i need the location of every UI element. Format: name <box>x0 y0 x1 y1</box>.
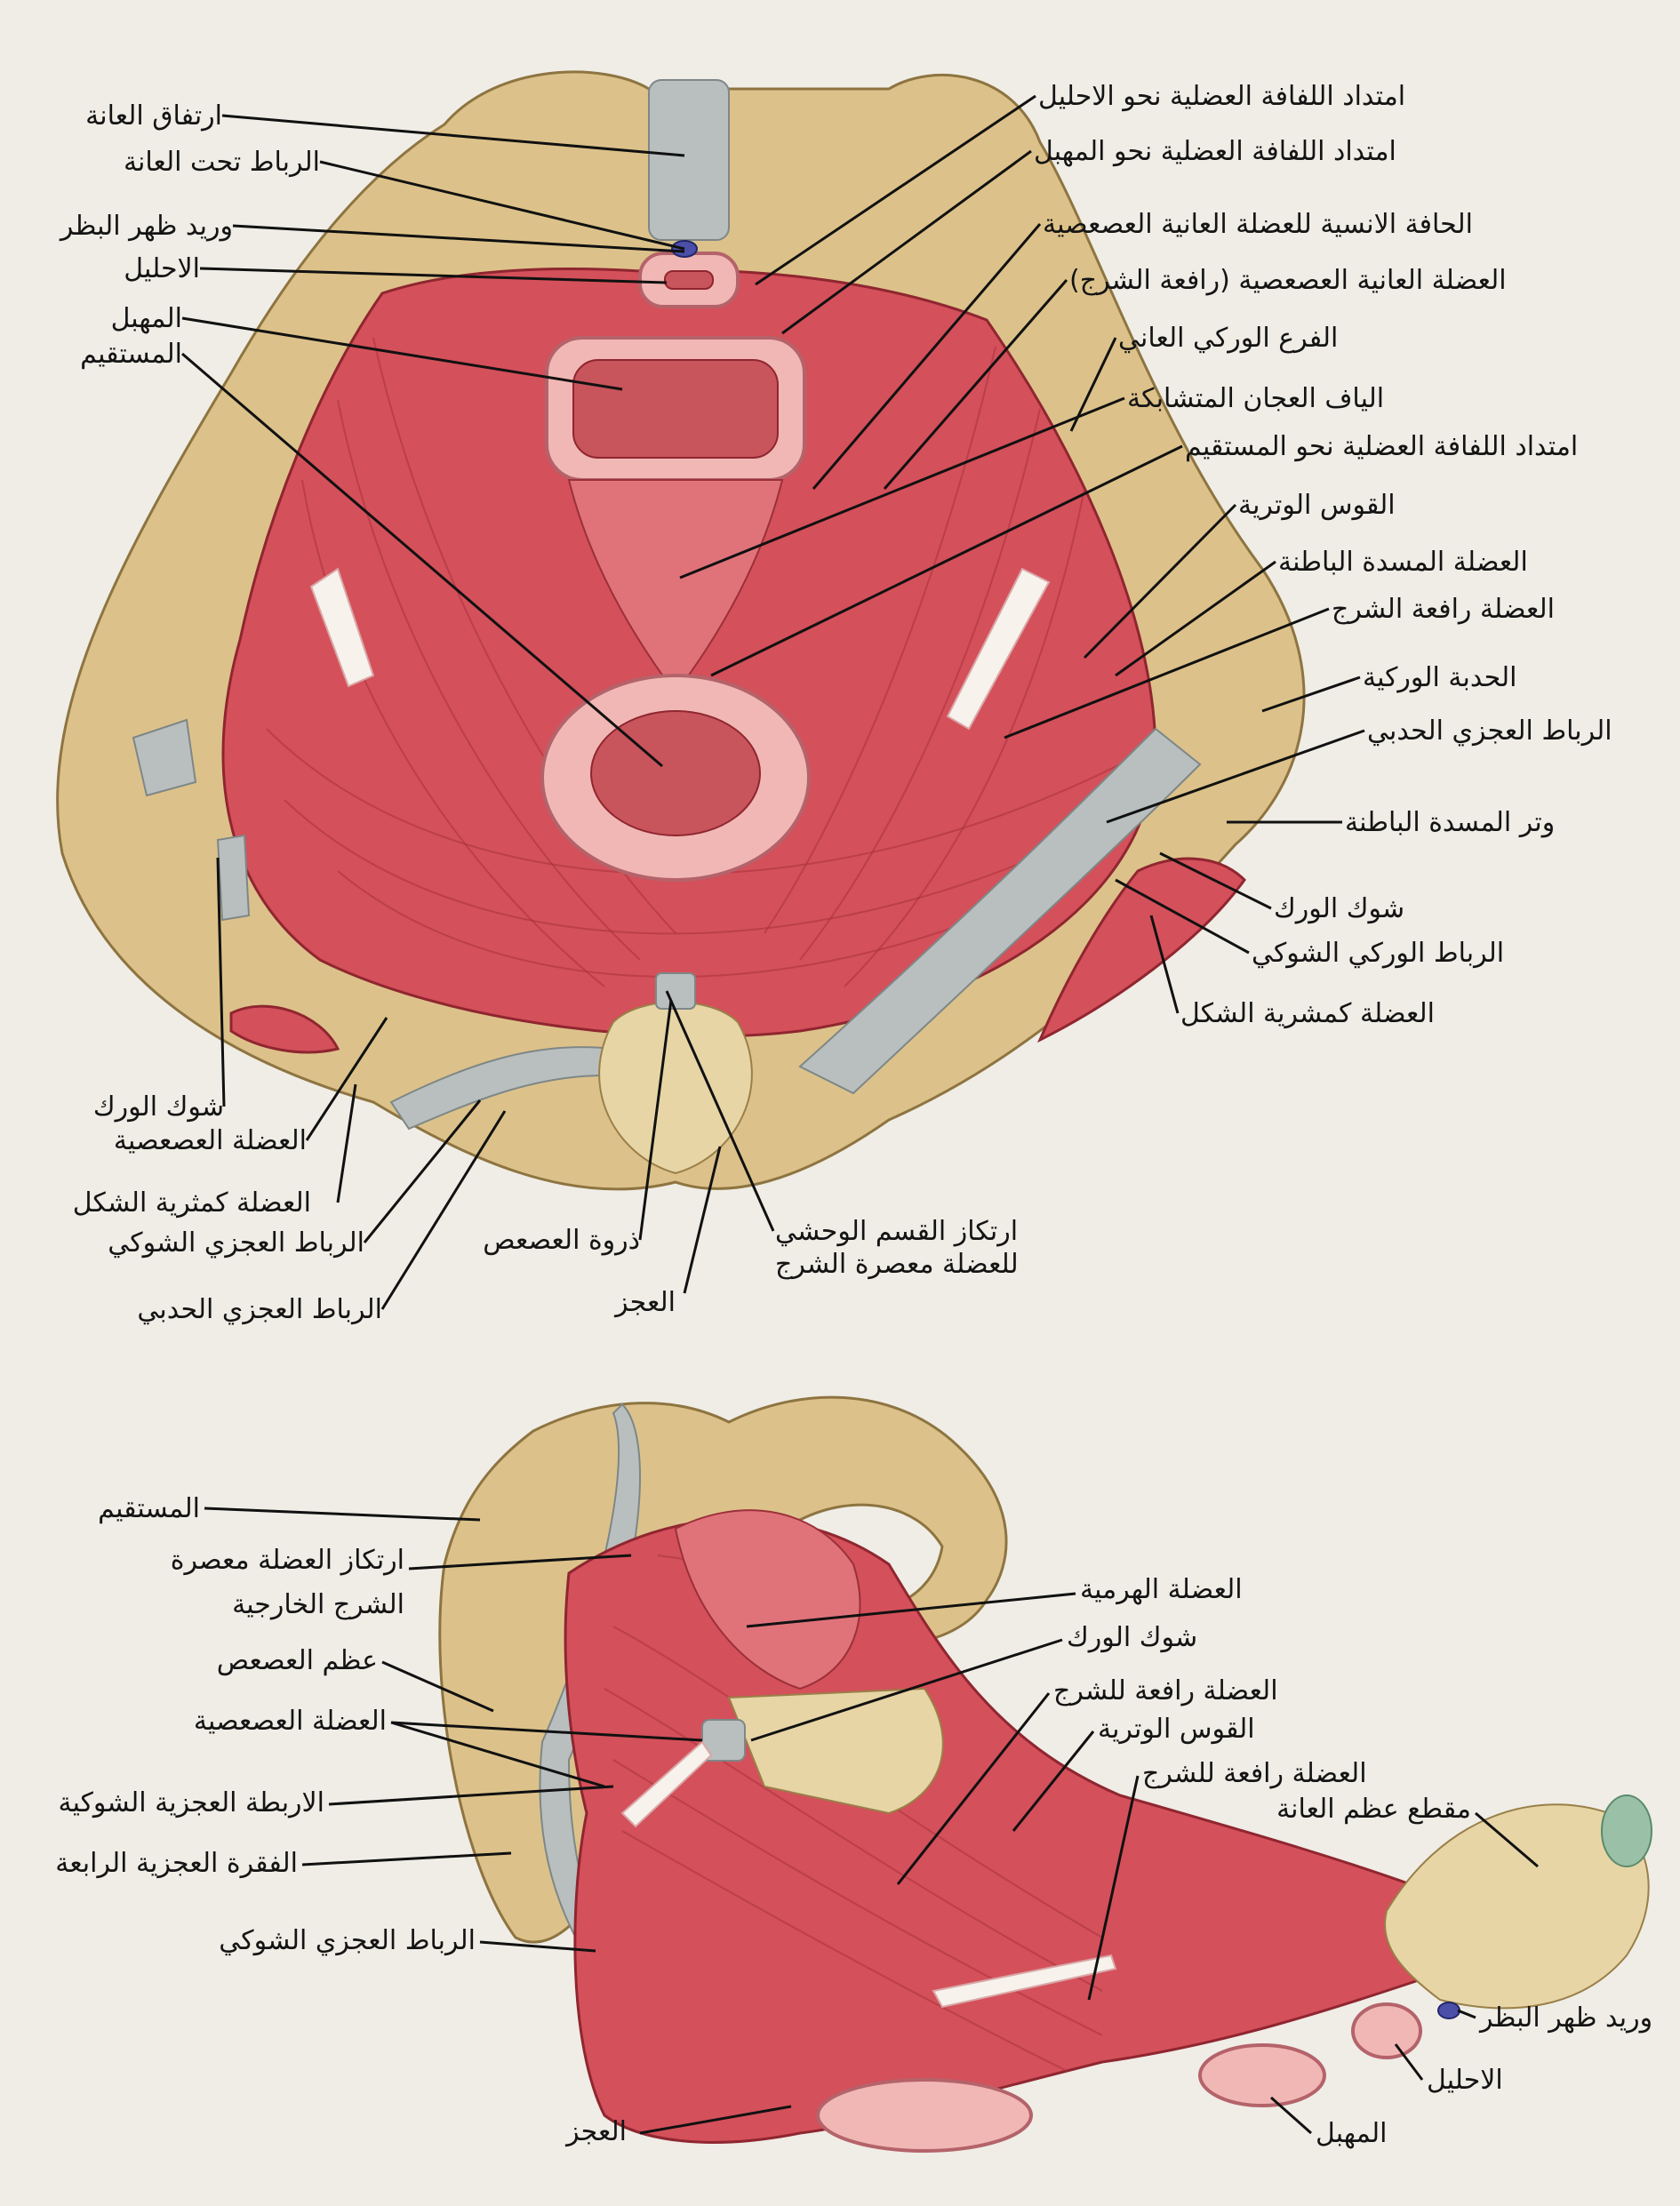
label-subpubic-ligament: الرباط تحت العانة <box>124 147 320 178</box>
label-obturator-internus: العضلة المسدة الباطنة <box>1278 547 1528 578</box>
label-anal-sphincter-insertion-1: ارتكاز القسم الوحشي <box>775 1216 1018 1247</box>
label-obturator-tendon: وتر المسدة الباطنة <box>1345 807 1555 838</box>
label-piriformis-left: العضلة كمثرية الشكل <box>73 1187 311 1219</box>
label-b-sacrum: العجز <box>564 2116 627 2147</box>
label-sacrospinous-right: الرباط الوركي الشوكي <box>1252 938 1504 969</box>
levator-lateral-muscle <box>564 1517 1460 2144</box>
urethra <box>638 252 740 308</box>
label-fascia-urethra: امتداد اللفافة العضلية نحو الاحليل <box>1038 81 1405 112</box>
ischial-spine <box>727 1687 944 1815</box>
left-ischial-spine-tab <box>132 718 197 797</box>
label-sacrotuberous-right: الرباط العجزي الحدبي <box>1367 715 1612 747</box>
label-b-sacrospinous-ligament: الرباط العجزي الشوكي <box>219 1925 476 1956</box>
coccyx-tip-ligament <box>655 972 696 1010</box>
label-b-piriformis: العضلة الهرمية <box>1080 1574 1243 1605</box>
right-sacrotuberous-ligament <box>798 727 1202 1095</box>
pubic-cartilage <box>1601 1794 1652 1867</box>
label-tendinous-arch: القوس الوترية <box>1238 490 1396 521</box>
label-sacrum-top: العجز <box>613 1287 676 1318</box>
vagina <box>545 336 806 482</box>
bottom-gap-lower <box>932 1954 1117 2009</box>
label-b-fourth-sacral-vertebra: الفقرة العجزية الرابعة <box>55 1848 298 1879</box>
leader-lines <box>181 94 1539 2135</box>
right-muscle-gap <box>946 567 1051 731</box>
bottom-urethra <box>1351 2002 1422 2059</box>
bottom-clitoral-vein <box>1437 2002 1460 2019</box>
piriformis-muscle <box>674 1509 861 1690</box>
label-b-sacrospinous-ligaments: الاربطة العجزية الشوكية <box>58 1787 324 1818</box>
pubic-bone-section <box>1384 1803 1650 2010</box>
bottom-vagina <box>1198 2043 1326 2107</box>
label-pubococcygeus-edge: الحافة الانسية للعضلة العانية العصعصية <box>1043 209 1473 240</box>
label-b-ischial-spine: شوك الورك <box>1067 1622 1197 1653</box>
label-sacrotuberous-left: الرباط العجزي الحدبي <box>137 1294 382 1325</box>
rectum <box>540 674 811 882</box>
top-illustration <box>56 70 1306 1191</box>
label-vagina: المهبل <box>111 303 182 334</box>
label-anal-sphincter-insertion-2: للعضلة معصرة الشرج <box>775 1249 1019 1280</box>
label-pubic-symphysis: ارتفاق العانة <box>85 100 222 132</box>
label-b-rectum: المستقيم <box>98 1493 200 1524</box>
bottom-rectum <box>816 2078 1033 2153</box>
label-ischial-spine-left: شوك الورك <box>93 1091 224 1123</box>
label-b-tendinous-arch: القوس الوترية <box>1098 1714 1255 1745</box>
labels: ارتفاق العانة الرباط تحت العانة وريد ظهر… <box>55 81 1652 2149</box>
label-levator-ani: العضلة رافعة الشرج <box>1332 594 1555 625</box>
label-b-sphincter-insertion-2: الشرج الخارجية <box>232 1589 404 1620</box>
label-perineal-fibers: الياف العجان المتشابكة <box>1127 383 1384 414</box>
label-b-clitoral-vein: وريد ظهر البظر <box>1478 2002 1652 2034</box>
right-piriformis <box>1037 857 1246 1043</box>
label-b-vagina: المهبل <box>1316 2118 1387 2149</box>
label-b-coccyx: عظم العصعص <box>217 1645 378 1676</box>
label-clitoral-vein: وريد ظهر البظر <box>59 211 233 242</box>
label-fascia-vagina: امتداد اللفافة العضلية نحو المهبل <box>1034 136 1396 167</box>
label-b-levator-1: العضلة رافعة للشرج <box>1053 1675 1278 1706</box>
label-b-urethra: الاحليل <box>1427 2065 1503 2096</box>
label-b-sphincter-insertion-1: ارتكاز العضلة معصرة <box>171 1545 404 1576</box>
label-b-pubic-section: مقطع عظم العانة <box>1276 1794 1471 1825</box>
label-urethra: الاحليل <box>124 253 200 284</box>
label-ischiopubic-ramus: الفرع الوركي العاني <box>1118 323 1338 354</box>
label-b-coccygeus: العضلة العصعصية <box>194 1706 387 1737</box>
label-sacrospinous-left: الرباط العجزي الشوكي <box>108 1227 364 1259</box>
label-ischial-spine-right: شوك الورك <box>1274 893 1404 924</box>
label-b-levator-2: العضلة رافعة للشرج <box>1142 1758 1367 1789</box>
left-pin-tab <box>216 834 251 922</box>
label-rectum: المستقيم <box>80 339 182 370</box>
label-ischial-tuberosity: الحدبة الوركية <box>1363 662 1516 693</box>
label-fascia-rectum: امتداد اللفافة العضلية نحو المستقيم <box>1185 431 1578 462</box>
bottom-gap-upper <box>620 1740 713 1828</box>
bottom-illustration <box>438 1395 1652 2153</box>
left-muscle-gap <box>309 567 375 688</box>
left-piriformis <box>229 1004 340 1054</box>
label-pubococcygeus: العضلة العانية العصعصية (رافعة الشرج) <box>1069 265 1507 296</box>
label-coccygeus-left: العضلة العصعصية <box>114 1125 307 1156</box>
pubic-symphysis <box>648 79 730 241</box>
label-piriformis-right: العضلة كمشرية الشكل <box>1180 998 1435 1029</box>
label-coccyx-tip: ذروة العصعص <box>483 1225 640 1256</box>
